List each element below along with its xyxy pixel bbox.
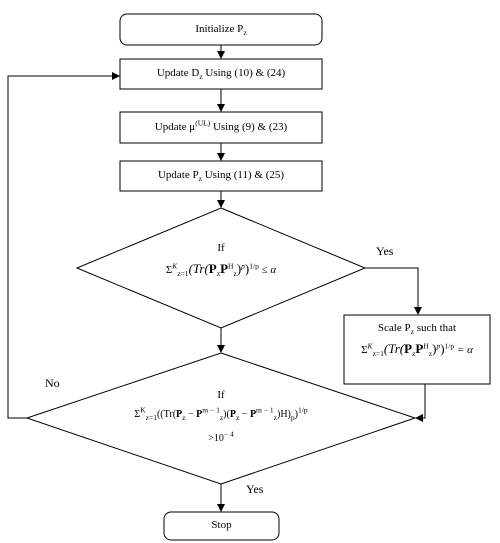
minus1: − <box>185 409 197 420</box>
p-sub: z <box>412 349 416 359</box>
exp-p: p <box>436 341 441 351</box>
stop-text: Stop <box>211 519 232 531</box>
p1-sub: z <box>182 413 186 422</box>
decision-1-if-text: If <box>217 242 225 254</box>
p1: P <box>176 409 183 420</box>
pm1-sup: m − 1 <box>202 405 220 415</box>
exp-outer: 1/p <box>444 341 455 351</box>
p2-sub: z <box>428 349 433 359</box>
exp-outer: 1/p <box>297 405 308 415</box>
cmp: ≤ α <box>258 264 277 276</box>
p2-bold: P <box>415 341 424 356</box>
edge-label-no: No <box>45 376 60 390</box>
scale-box <box>343 314 491 385</box>
p2-sup: H <box>423 341 429 351</box>
part5: ) <box>294 409 298 420</box>
update-p-label: Update Pz Using (11) & (25) <box>120 169 322 182</box>
sum-symbol: Σ <box>361 344 368 356</box>
sum-sub: z=1 <box>372 349 384 359</box>
update-p-rest: Using (11) & (25) <box>201 169 285 181</box>
decision-2-formula: ΣKz=1((Tr(Pz − Pm − 1z)(Pz − Pm − 1z)H)p… <box>96 405 346 422</box>
minus2: − <box>239 409 250 420</box>
update-d-label: Update Dz Using (10) & (24) <box>120 67 322 80</box>
cmp: = α <box>454 344 473 356</box>
part3: ) <box>276 409 281 420</box>
pm1-sub: z <box>219 413 224 422</box>
scale-text-b: such that <box>413 322 457 334</box>
update-p-sub: z <box>198 174 202 184</box>
decision-1-if: If <box>121 242 321 255</box>
update-mu-label: Update μ(UL) Using (9) & (23) <box>120 118 322 134</box>
update-mu-text: Update μ <box>154 121 196 133</box>
expr: (Tr( <box>383 341 405 356</box>
decision-2-if-text: If <box>217 389 225 401</box>
decision-1-formula: ΣKz=1(Tr(PzPHz)p)1/p ≤ α <box>111 262 331 277</box>
scale-text-a: Scale P <box>377 322 411 334</box>
edge-label-yes-1: Yes <box>376 244 394 258</box>
update-mu-box <box>119 111 323 144</box>
pm2: P <box>249 409 257 420</box>
init-label: Initialize Pz <box>120 23 322 36</box>
pm2-sup: m − 1 <box>256 405 274 415</box>
pm1: P <box>196 409 203 420</box>
decision-2-threshold: >10− 4 <box>171 429 271 445</box>
update-d-sub: z <box>199 72 203 82</box>
exp-outer: 1/p <box>249 261 259 271</box>
h: H <box>280 409 288 420</box>
sum-symbol: Σ <box>134 409 141 420</box>
update-d-rest: Using (10) & (24) <box>202 67 286 79</box>
sum-sup: K <box>140 405 146 415</box>
p-bold: P <box>208 261 217 276</box>
edge-decision1-yes <box>365 267 422 315</box>
init-sub: z <box>243 28 247 38</box>
edge-no-loop <box>7 72 120 419</box>
init-text: Initialize P <box>195 23 244 35</box>
p-bold: P <box>404 341 413 356</box>
scale-sub: z <box>410 327 414 337</box>
exp-p: p <box>241 261 245 271</box>
scale-line1: Scale Pz such that <box>344 322 490 335</box>
update-d-box <box>119 58 323 90</box>
close: ) <box>244 261 250 276</box>
update-d-text: Update D <box>156 67 200 79</box>
expr: (Tr( <box>188 261 209 276</box>
edge-scale-to-decision2 <box>415 384 426 422</box>
decision-2-if: If <box>121 389 321 402</box>
update-mu-rest: Using (9) & (23) <box>210 121 288 133</box>
p-sub: z <box>216 269 221 279</box>
stop-label: Stop <box>164 519 279 532</box>
sum-sup: K <box>367 341 373 351</box>
sum-sup: K <box>172 261 178 271</box>
p2-sub: z <box>235 413 240 422</box>
pm2-sub: z <box>273 413 277 422</box>
scale-formula: ΣKz=1(Tr(PzPHz)p)1/p = α <box>344 342 490 357</box>
part4: ) <box>287 409 291 420</box>
p2-sup: H <box>228 261 234 271</box>
threshold-text: >10 <box>208 433 224 444</box>
sum-sub: z=1 <box>145 413 157 422</box>
p2-sub: z <box>233 269 237 279</box>
stop-node <box>163 511 280 541</box>
tail: ) <box>432 341 437 356</box>
threshold-sup: − 4 <box>223 429 234 439</box>
update-p-text: Update P <box>157 169 199 181</box>
sum-sub: z=1 <box>177 269 189 279</box>
sum-symbol: Σ <box>165 264 173 276</box>
update-p-box <box>119 160 323 192</box>
tail: ) <box>236 261 242 276</box>
p2-bold: P <box>220 261 229 276</box>
p2: P <box>229 409 236 420</box>
edge-label-yes-2: Yes <box>246 482 264 496</box>
part1: ((Tr( <box>156 409 177 420</box>
part2: )( <box>223 409 230 420</box>
close: ) <box>440 341 445 356</box>
pexp: p <box>290 413 295 422</box>
update-mu-sup: (UL) <box>195 118 211 128</box>
